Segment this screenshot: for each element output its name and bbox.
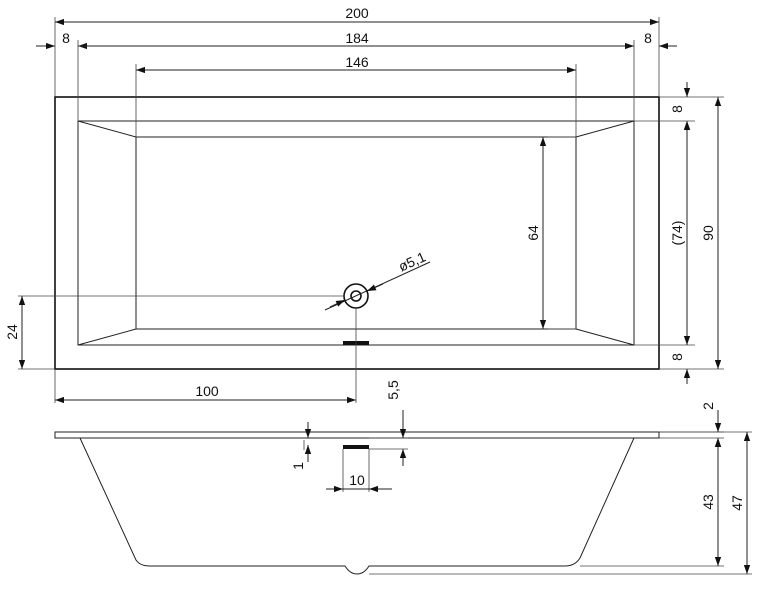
- dim-drain-width: 10: [349, 472, 365, 488]
- dim-rim-top: 8: [669, 105, 685, 113]
- slope-line-tl: [77, 120, 137, 138]
- dim-line-drain-arrow-a: [329, 299, 346, 308]
- side-body-outline: [79, 437, 635, 575]
- side-extension-lines: [303, 431, 752, 575]
- outer-rim-outline: [54, 96, 660, 370]
- dim-line-drain-arrow-b: [366, 283, 384, 292]
- dim-total-width: 90: [700, 225, 716, 241]
- dim-rim-right: 8: [644, 30, 652, 46]
- dim-rim-bottom: 8: [669, 353, 685, 361]
- top-view: [54, 96, 660, 370]
- dim-total-length: 200: [345, 5, 369, 21]
- dim-bottom-length: 146: [345, 54, 369, 70]
- dim-drain-depth: 5,5: [385, 380, 401, 400]
- dim-inner-depth: 43: [700, 494, 716, 510]
- side-view: [54, 431, 660, 575]
- slope-line-br: [575, 328, 635, 346]
- side-overflow-mark: [343, 445, 369, 449]
- dim-drain-offset-y: 24: [4, 324, 20, 340]
- dim-overflow-drop: 1: [290, 462, 306, 470]
- slope-line-bl: [77, 328, 137, 346]
- drain-inner-circle: [350, 290, 362, 302]
- dim-rim-thickness: 2: [700, 402, 716, 410]
- dim-inner-width: (74): [669, 221, 685, 246]
- dim-total-depth: 47: [729, 495, 745, 511]
- side-rim: [54, 431, 660, 439]
- dim-rim-left: 8: [62, 30, 70, 46]
- slope-line-tr: [575, 120, 635, 138]
- dim-bottom-width: 64: [525, 225, 541, 241]
- dim-inner-length: 184: [345, 30, 369, 46]
- dim-drain-offset-x: 100: [195, 383, 219, 399]
